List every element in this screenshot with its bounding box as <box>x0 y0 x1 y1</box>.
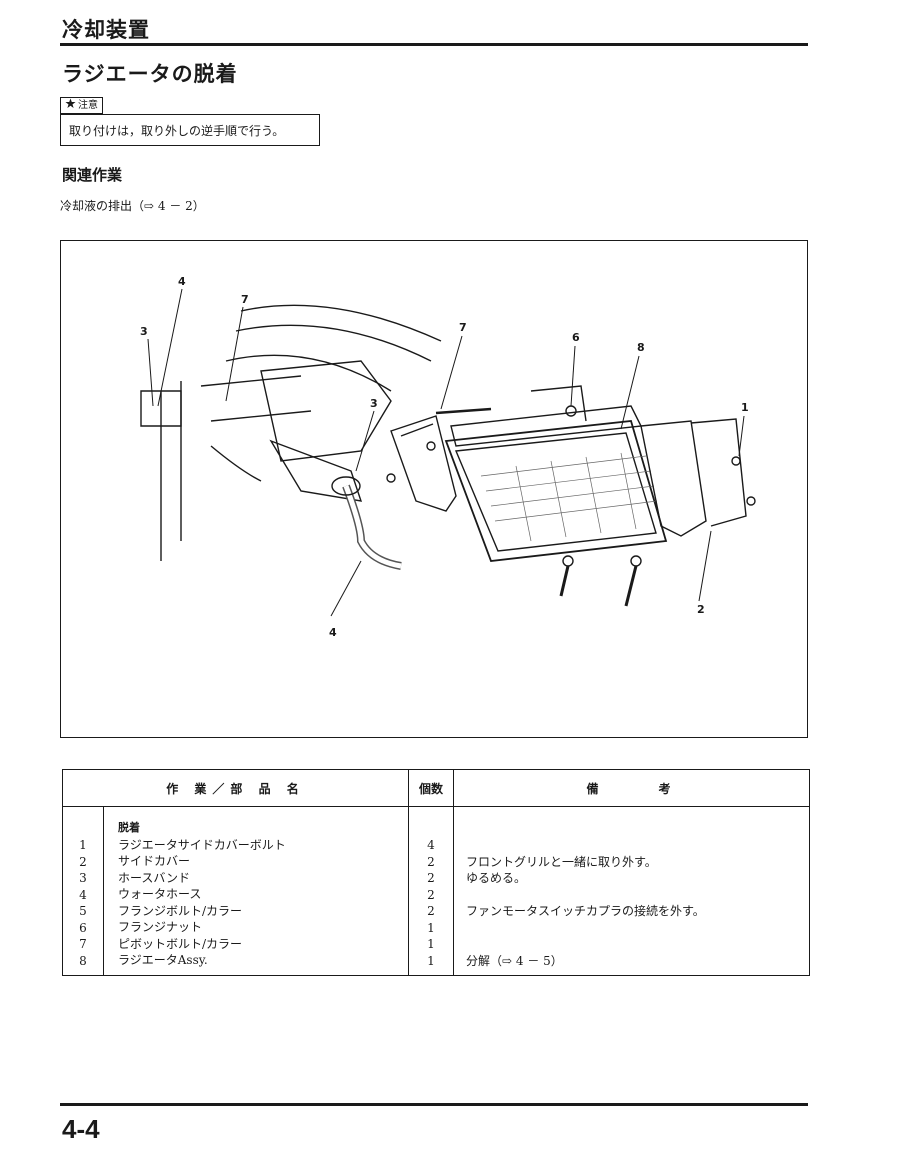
row-name: フランジナット <box>118 920 203 934</box>
callout-6: 6 <box>572 331 580 344</box>
callout-2: 2 <box>697 603 705 616</box>
row-no: 2 <box>79 854 87 869</box>
row-qty: 2 <box>427 904 435 918</box>
caution-badge: 注意 <box>60 97 103 114</box>
row-qty: 1 <box>427 953 435 968</box>
row-no: 5 <box>79 904 87 918</box>
callout-3-left: 3 <box>140 325 148 338</box>
row-no: 3 <box>79 871 87 885</box>
callout-3-mid: 3 <box>370 397 378 410</box>
row-no: 1 <box>79 838 87 852</box>
row-qty: 2 <box>427 854 435 869</box>
row-name: ホースバンド <box>118 870 191 885</box>
header-rule <box>60 43 808 46</box>
footer-rule <box>60 1103 808 1106</box>
row-note <box>466 837 809 854</box>
caution-note: 取り付けは，取り外しの逆手順で行う。 <box>60 114 320 146</box>
row-note: ゆるめる。 <box>466 871 527 885</box>
row-qty: 1 <box>427 920 435 935</box>
callout-7-right: 7 <box>459 321 467 334</box>
star-icon <box>65 97 76 114</box>
header-work: 作 業／部 品 名 <box>62 769 409 807</box>
row-qty: 2 <box>427 871 435 885</box>
radiator-illustration <box>140 288 756 617</box>
table-body-row: 1 2 3 4 5 6 7 8 脱着 ラジエータサイドカバーボルト サイドカバー… <box>62 806 810 976</box>
row-note <box>466 936 809 953</box>
callout-7-left: 7 <box>241 293 249 306</box>
row-qty: 4 <box>427 838 435 852</box>
row-name: サイドカバー <box>118 854 191 868</box>
exploded-diagram: 4 7 3 3 4 7 6 8 1 2 <box>60 240 808 738</box>
callout-8: 8 <box>637 341 645 354</box>
group-label: 脱着 <box>118 821 140 834</box>
row-no: 7 <box>79 937 87 951</box>
row-note <box>466 887 809 904</box>
callout-4-bottom: 4 <box>329 626 337 639</box>
callout-1: 1 <box>741 401 749 414</box>
caution-label: 注意 <box>78 100 98 111</box>
col-qty: 4 2 2 2 2 1 1 1 <box>408 806 454 976</box>
row-name: ラジエータサイドカバーボルト <box>118 837 286 852</box>
row-no: 8 <box>79 953 87 968</box>
header-qty: 個数 <box>408 769 454 807</box>
row-note <box>466 920 809 937</box>
row-name: ラジエータAssy. <box>118 953 208 967</box>
col-name: 脱着 ラジエータサイドカバーボルト サイドカバー ホースバンド ウォータホース … <box>103 806 409 976</box>
row-no: 4 <box>79 887 87 902</box>
row-name: ピボットボルト/カラー <box>118 936 243 951</box>
row-no: 6 <box>79 920 87 935</box>
col-notes: フロントグリルと一緒に取り外す。 ゆるめる。 ファンモータスイッチカプラの接続を… <box>453 806 810 976</box>
row-note: 分解（⇨ 4 － 5） <box>466 953 563 968</box>
section-title: 冷却装置 <box>62 18 150 42</box>
col-no: 1 2 3 4 5 6 7 8 <box>62 806 104 976</box>
row-name: フランジボルト/カラー <box>118 903 243 918</box>
page-number: 4-4 <box>62 1114 100 1144</box>
row-qty: 2 <box>427 887 435 902</box>
row-note: ファンモータスイッチカプラの接続を外す。 <box>466 904 705 918</box>
callout-4-top: 4 <box>178 275 186 288</box>
row-note: フロントグリルと一緒に取り外す。 <box>466 854 657 869</box>
page-title: ラジエータの脱着 <box>62 62 238 86</box>
parts-table: 作 業／部 品 名 個数 備 考 1 2 3 4 5 6 7 8 脱着 ラジエー… <box>62 769 810 976</box>
related-work-heading: 関連作業 <box>62 166 123 184</box>
header-notes: 備 考 <box>453 769 810 807</box>
row-name: ウォータホース <box>118 887 202 901</box>
related-work-text: 冷却液の排出（⇨ 4 － 2） <box>60 199 205 213</box>
table-header-row: 作 業／部 品 名 個数 備 考 <box>62 769 810 807</box>
row-qty: 1 <box>427 937 435 951</box>
